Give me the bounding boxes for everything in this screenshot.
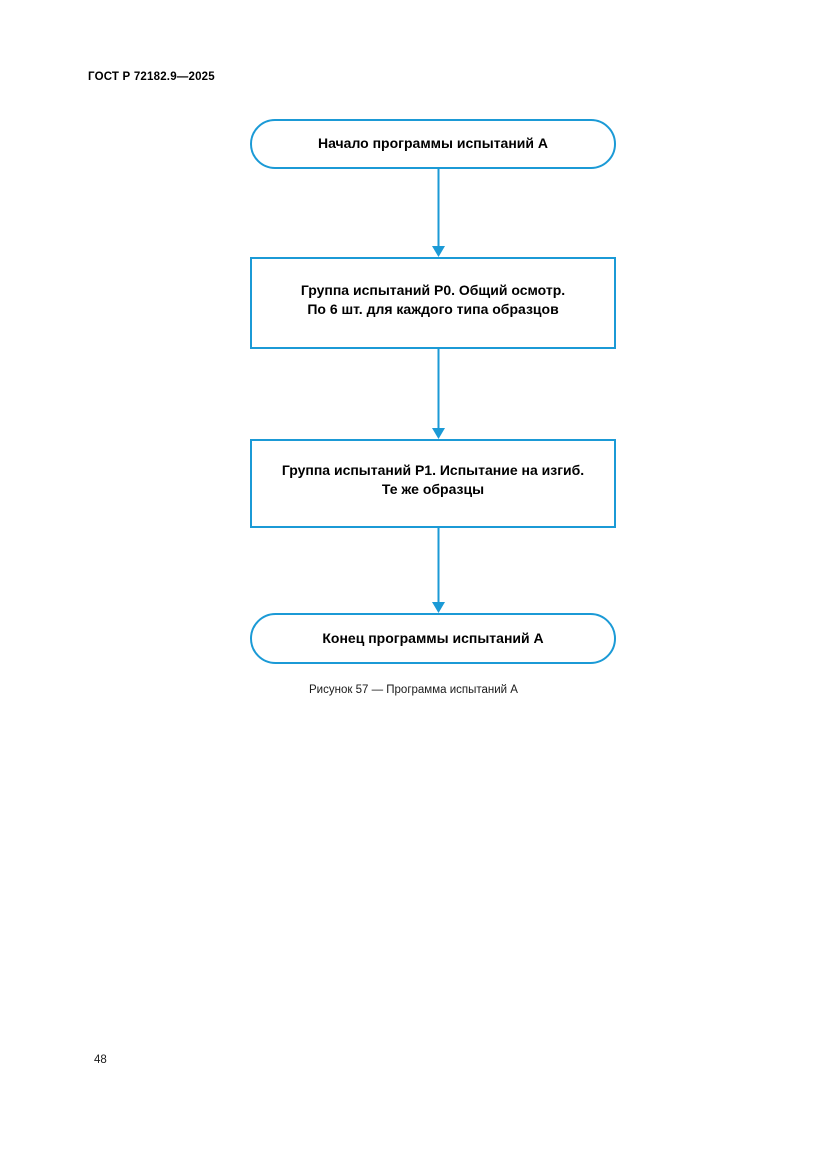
connector-p1-to-end bbox=[432, 527, 445, 613]
connector-start-to-p0 bbox=[432, 168, 445, 257]
node-shape-start bbox=[250, 119, 616, 169]
page-number: 48 bbox=[94, 1054, 107, 1066]
node-shape-p1 bbox=[250, 439, 616, 528]
document-header-standard-number: ГОСТ Р 72182.9—2025 bbox=[88, 71, 215, 83]
connector-p0-to-p1 bbox=[432, 348, 445, 439]
arrowhead-down-icon bbox=[432, 246, 445, 257]
node-shape-p0 bbox=[250, 257, 616, 349]
figure-caption: Рисунок 57 — Программа испытаний А bbox=[309, 684, 518, 696]
node-shape-end bbox=[250, 613, 616, 664]
arrowhead-down-icon bbox=[432, 602, 445, 613]
arrowhead-down-icon bbox=[432, 428, 445, 439]
